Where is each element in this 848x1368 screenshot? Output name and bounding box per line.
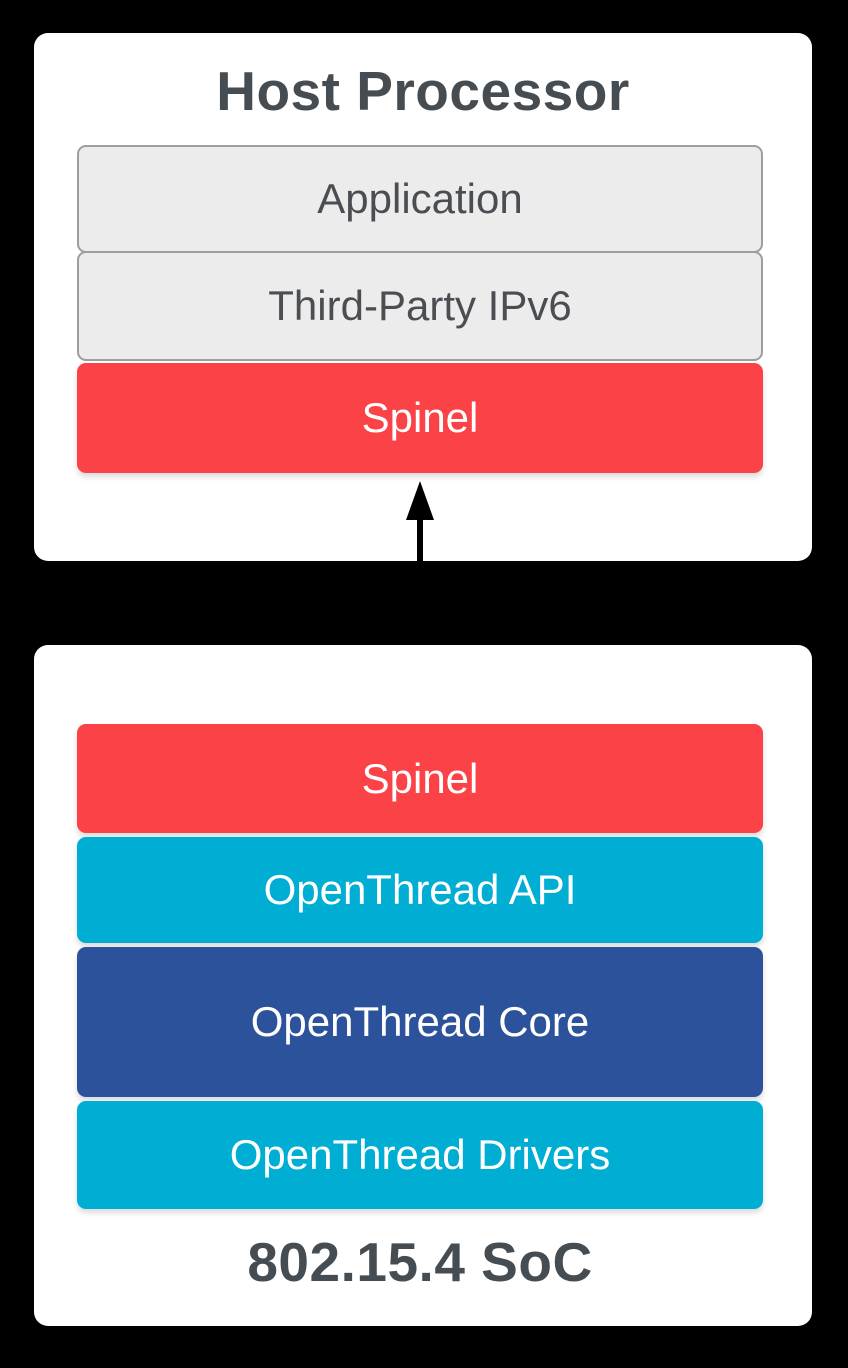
layer-third-party-ipv6-label: Third-Party IPv6 <box>268 282 572 329</box>
layer-openthread-core-label: OpenThread Core <box>250 998 590 1045</box>
layer-openthread-drivers-label: OpenThread Drivers <box>229 1131 611 1178</box>
soc-card: Spinel OpenThread API OpenThread Core Op… <box>34 645 812 1326</box>
layer-openthread-api-label: OpenThread API <box>263 866 577 913</box>
soc-card-title: 802.15.4 SoC <box>247 1231 593 1293</box>
host-processor-card: Host Processor Application Third-Party I… <box>34 33 812 561</box>
layer-spinel-soc-label: Spinel <box>361 754 479 802</box>
layer-application: Application <box>77 145 763 253</box>
layer-application-label: Application <box>317 175 523 222</box>
layer-spinel-host: Spinel <box>77 363 763 473</box>
layer-spinel-host-label: Spinel <box>361 394 479 441</box>
soc-layer-stack: Spinel OpenThread API OpenThread Core Op… <box>77 724 763 1290</box>
host-layer-stack: Application Third-Party IPv6 Spinel <box>77 145 763 473</box>
host-card-title: Host Processor <box>216 60 630 122</box>
layer-openthread-core: OpenThread Core <box>77 947 763 1097</box>
layer-openthread-api: OpenThread API <box>77 837 763 943</box>
layer-third-party-ipv6: Third-Party IPv6 <box>77 251 763 361</box>
layer-spinel-soc: Spinel <box>77 724 763 833</box>
layer-openthread-drivers: OpenThread Drivers <box>77 1101 763 1209</box>
